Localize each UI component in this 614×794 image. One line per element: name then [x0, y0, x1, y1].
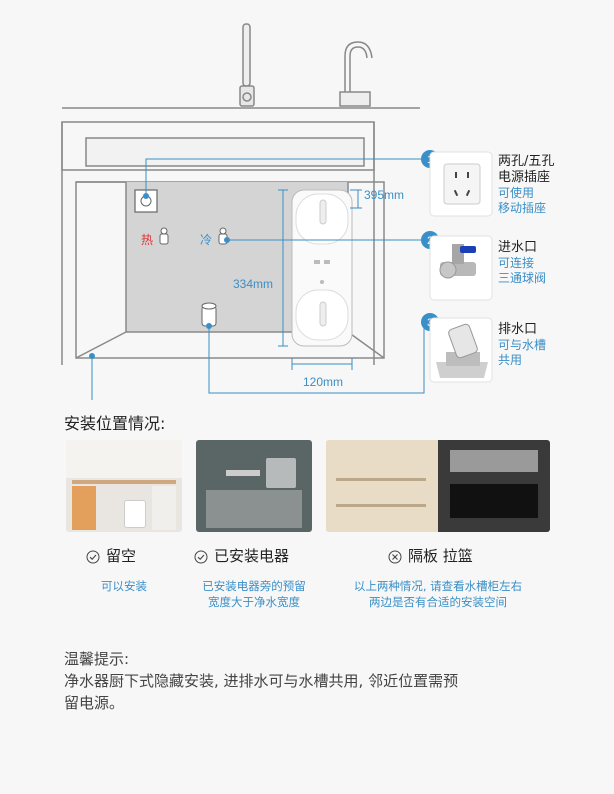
inlet-valve-photo [429, 235, 493, 301]
callout-2-text: 进水口 可连接 三通球阀 [498, 240, 547, 285]
cross-circle-icon [388, 549, 402, 563]
sink-basin [61, 121, 375, 171]
outlet-photo [429, 151, 493, 217]
drain-photo [429, 317, 493, 383]
dim-width-label: 120mm [303, 375, 343, 389]
leader-lines [89, 158, 425, 400]
cold-label: 冷 [200, 233, 212, 247]
option-empty-note: 可以安装 [101, 579, 147, 593]
tip-line-1: 净水器厨下式隐藏安装, 进排水可与水槽共用, 邻近位置需预 [64, 672, 459, 690]
tip-block: 温馨提示: 净水器厨下式隐藏安装, 进排水可与水槽共用, 邻近位置需预 留电源。 [64, 648, 564, 714]
option-shelf-note: 以上两种情况, 请查看水槽柜左右 两边是否有合适的安装空间 [353, 579, 523, 609]
tip-line-2: 留电源。 [64, 694, 125, 712]
faucet-left [239, 23, 255, 107]
installation-diagram: 热 冷 395mm 334mm 120mm [61, 23, 493, 400]
callout-3-text: 排水口 可与水槽 共用 [498, 322, 547, 367]
drain-pipe [201, 302, 217, 327]
shelf-basket-photo [326, 440, 550, 532]
check-circle-icon [194, 549, 208, 563]
empty-space-photo [66, 440, 182, 532]
option-empty: 留空 [86, 545, 136, 566]
hot-label: 热 [141, 233, 153, 247]
option-shelf-basket: 隔板 拉篮 [388, 545, 473, 566]
section-title: 安装位置情况: [64, 414, 166, 433]
hot-valve [159, 227, 169, 245]
dim-top-label: 395mm [364, 188, 404, 202]
installed-appliance-photo [196, 440, 312, 532]
option-installed-note: 已安装电器旁的预留 宽度大于净水宽度 [202, 579, 306, 609]
option-installed-appliance: 已安装电器 [194, 545, 289, 566]
dimension-lines [278, 189, 362, 370]
faucet-right [339, 41, 373, 107]
dim-height-label: 334mm [233, 277, 273, 291]
water-purifier [291, 189, 353, 347]
callout-1-text: 两孔/五孔 电源插座 可使用 移动插座 [498, 154, 555, 215]
check-circle-icon [86, 549, 100, 563]
tip-heading: 温馨提示: [64, 650, 130, 668]
